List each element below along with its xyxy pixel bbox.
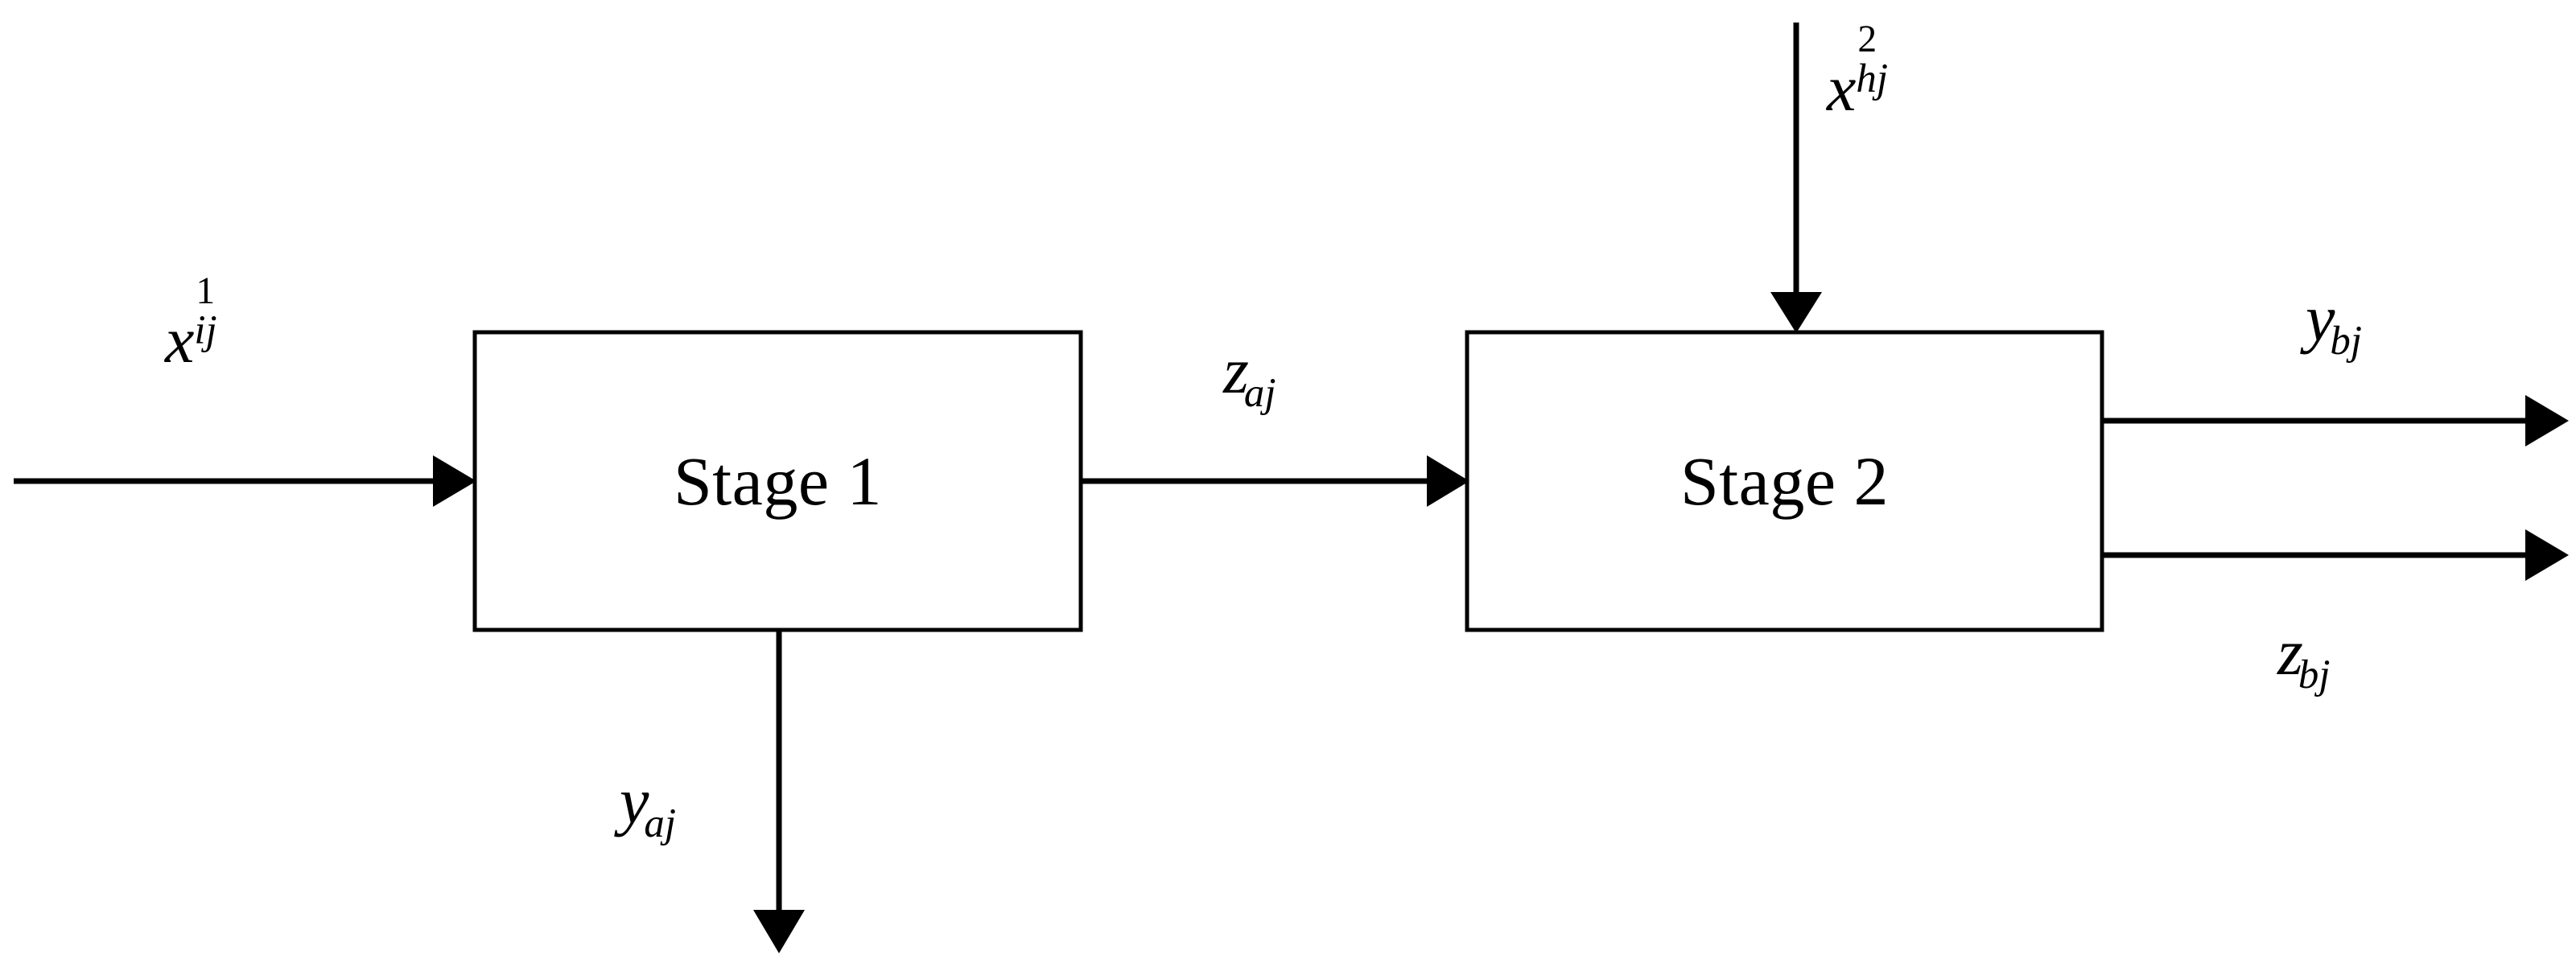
label-output-stage2-y-base: y	[2306, 282, 2335, 355]
input-arrow-stage1	[14, 455, 476, 507]
label-input-stage1-subscript: ij	[194, 307, 217, 353]
label-output-stage1-subscript: aj	[644, 800, 676, 846]
exogenous-input-arrow-stage2	[1770, 23, 1822, 333]
label-intermediate-subscript: aj	[1243, 370, 1276, 416]
label-output-stage2-y: ybj	[2306, 286, 2362, 361]
label-input-stage2-base: x	[1827, 51, 1857, 125]
label-input-stage1-superscript: 1	[196, 269, 216, 312]
label-output-stage2-z-subscript: bj	[2298, 652, 2331, 697]
label-output-stage1-base: y	[620, 764, 649, 837]
label-intermediate-base: z	[1223, 334, 1249, 407]
label-intermediate: zaj	[1223, 338, 1276, 413]
label-output-stage2-z-base: z	[2277, 615, 2303, 689]
output-arrow-z-stage2	[2102, 529, 2569, 581]
label-input-stage2-superscript: 2	[1857, 18, 1877, 60]
output-arrow-y-stage2	[2102, 395, 2569, 446]
label-output-stage2-y-subscript: bj	[2330, 318, 2362, 364]
label-output-stage2-z: zbj	[2277, 619, 2330, 695]
label-output-stage1: yaj	[620, 768, 676, 844]
stage2-box	[1465, 330, 2104, 632]
output-arrow-stage1	[753, 630, 805, 953]
label-input-stage2-subscript: hj	[1856, 56, 1888, 101]
intermediate-arrow	[1081, 455, 1469, 507]
stage1-box	[472, 330, 1083, 632]
label-input-stage1-base: x	[165, 303, 195, 376]
